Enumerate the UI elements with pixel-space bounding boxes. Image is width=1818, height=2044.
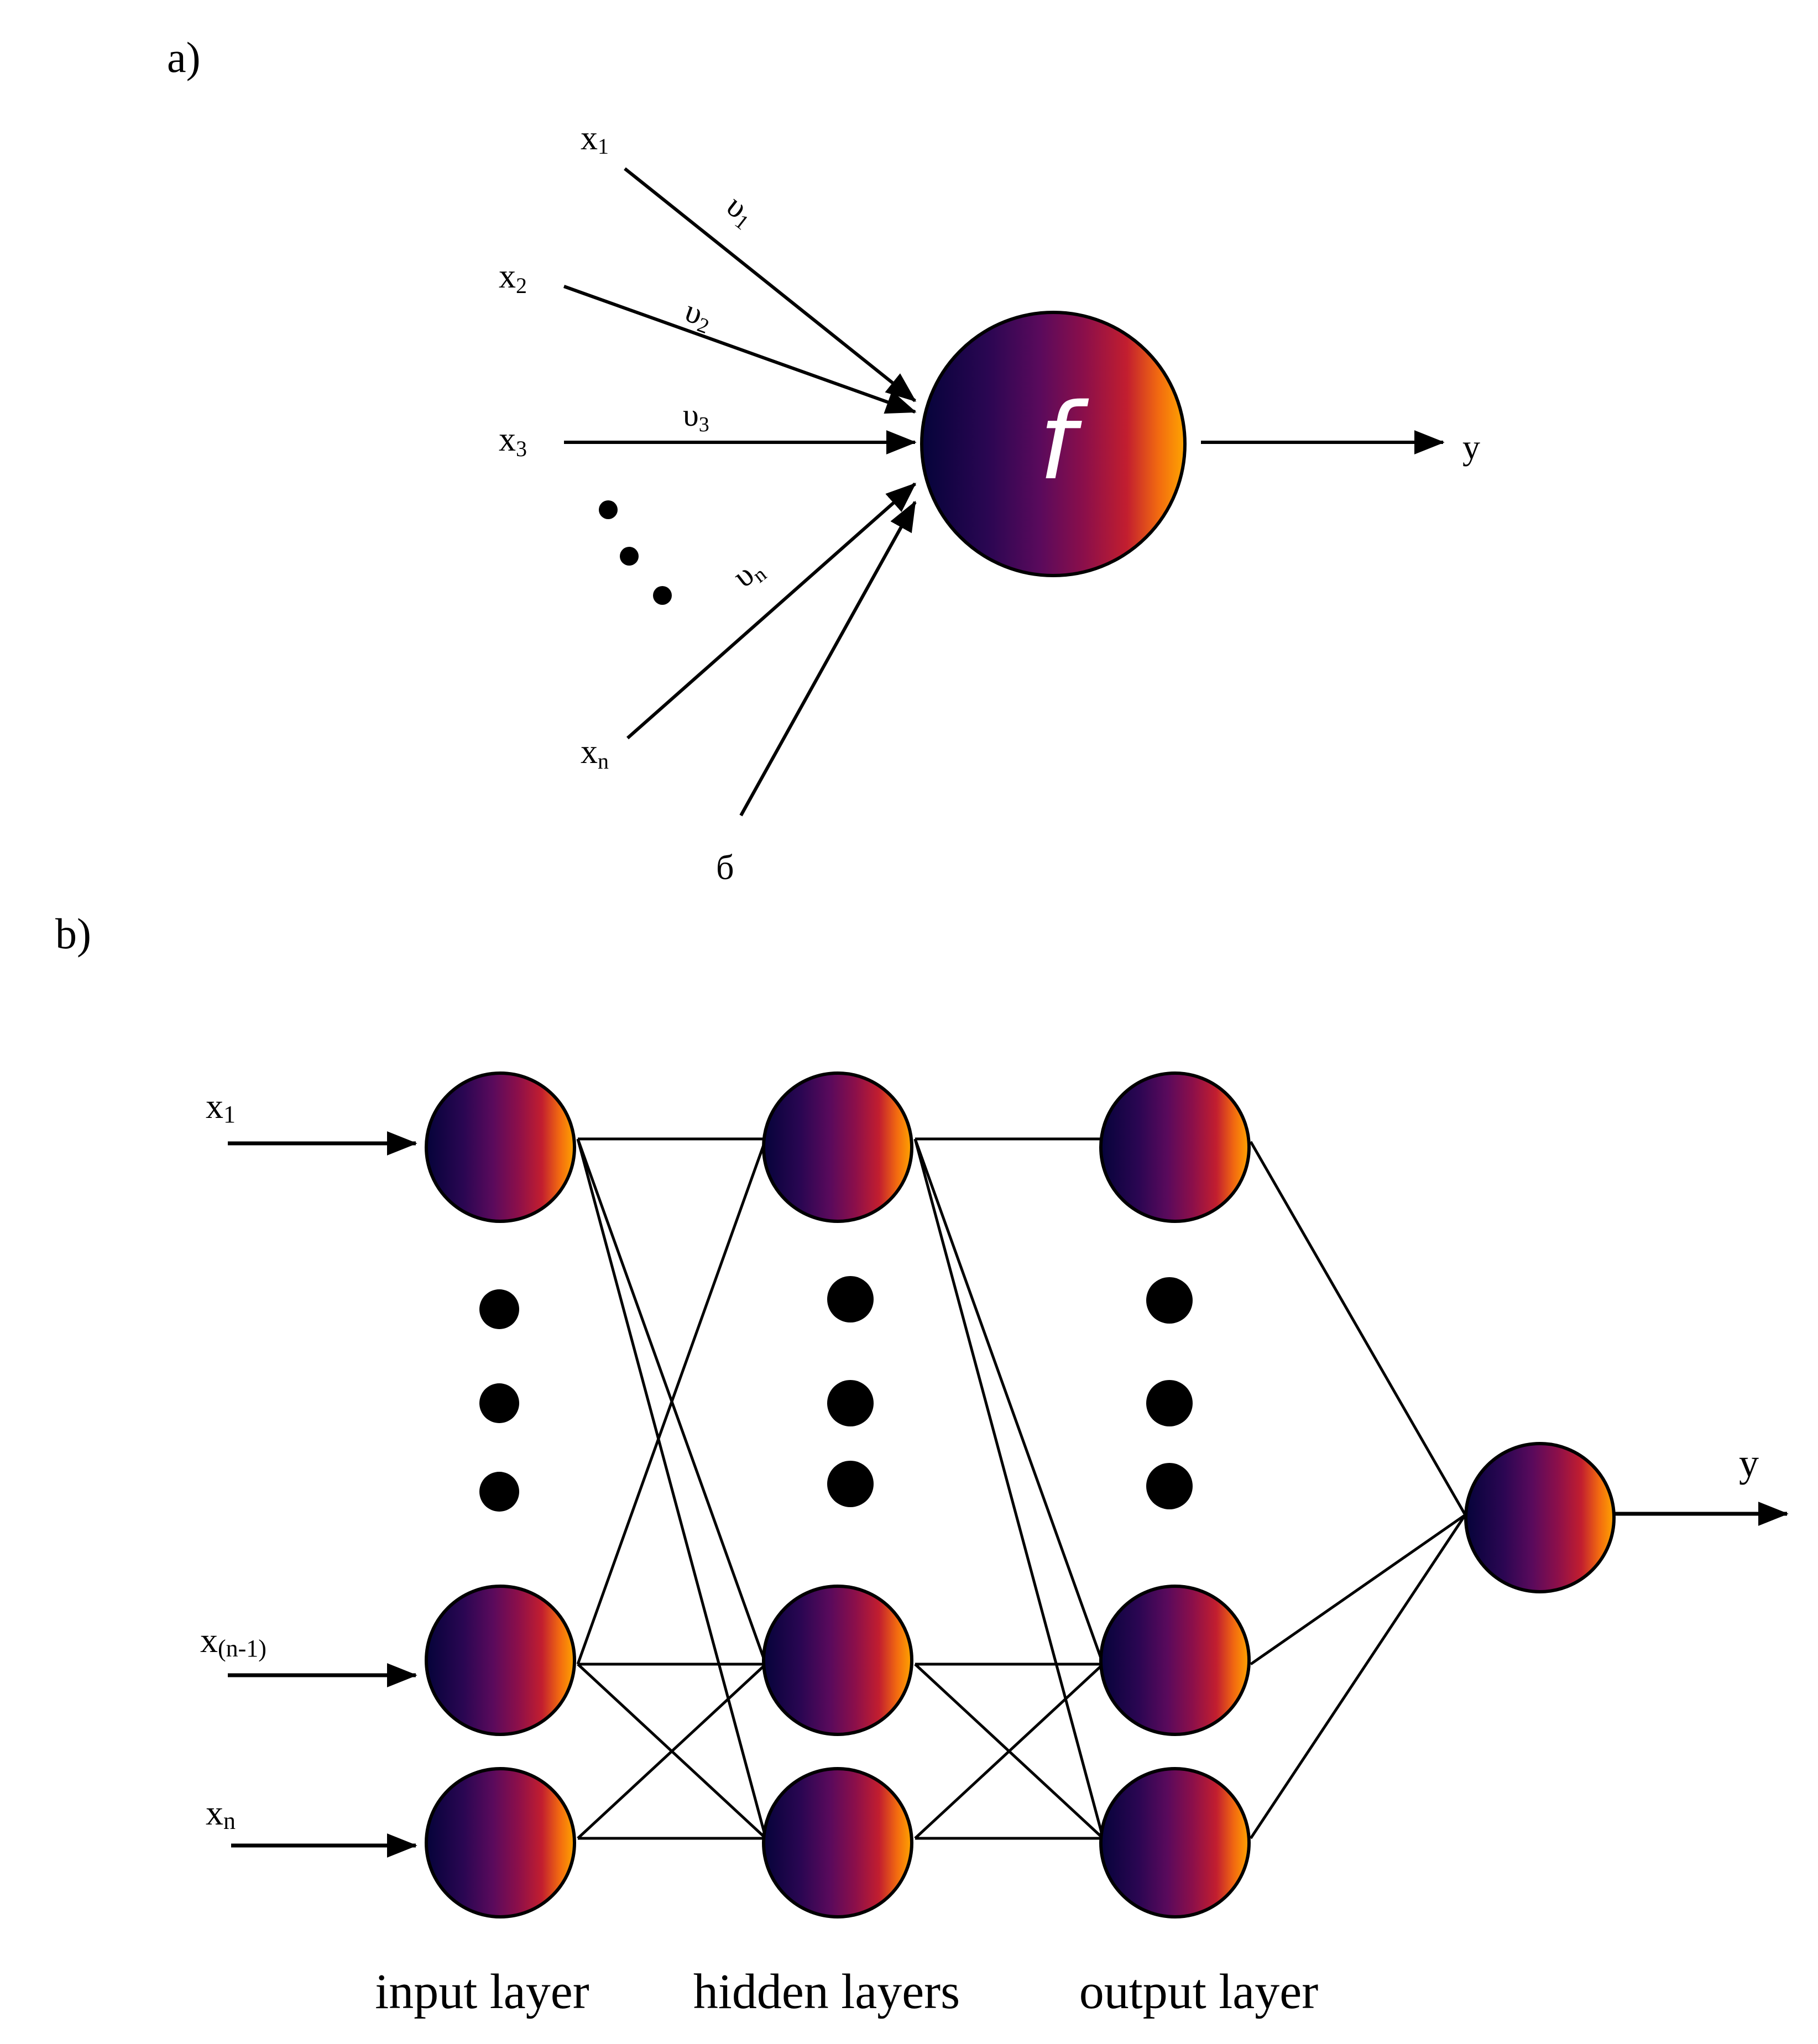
ellipsis-dot [827,1461,874,1507]
output-layer-neuron-1 [1099,1071,1251,1223]
weight-label-vn: υn [726,550,771,597]
input-2-connection [563,285,917,414]
input-label-x1: x1 [206,1086,236,1128]
panel-a: a) x1 x2 x3 xn υ1 υ2 υ3 [167,33,1480,887]
input-neuron-1 [425,1071,576,1223]
ellipsis-dot [653,586,672,605]
output-layer-neuron-n [1099,1767,1251,1918]
ellipsis-dot [1146,1277,1193,1324]
input-n-connection [626,482,917,740]
hidden-neuron-n [762,1767,913,1918]
input-neuron-n-1 [425,1585,576,1736]
ellipsis-dot [827,1380,874,1426]
bias-connection [739,500,917,817]
hidden-neuron-1 [762,1071,913,1223]
input-label-x3: x3 [499,421,527,461]
panel-b-label: b) [55,909,91,958]
input-label-xn: xn [581,733,609,773]
output-label-y: y [1739,1441,1759,1485]
ellipsis-dot [620,547,639,566]
ellipsis-dot [599,500,618,519]
input-label-xn-1: x(n-1) [200,1620,267,1662]
neuron-node [920,311,1187,577]
input-label-xn: xn [206,1793,236,1834]
weight-label-v3: υ3 [683,397,709,436]
input-1-connection [624,167,917,402]
panel-a-label: a) [167,33,201,81]
ellipsis-dot [1146,1463,1193,1509]
network-connections [576,1137,1467,1840]
input-label-x2: x2 [499,258,527,298]
weight-label-v2: υ2 [680,292,718,338]
hidden-layers-label: hidden layers [693,1964,960,2019]
hidden-neuron-n-1 [762,1585,913,1736]
panel-b: b) [55,909,1789,2019]
bias-label: б [716,848,734,887]
input-neuron-n [425,1767,576,1918]
final-output-neuron [1464,1442,1616,1593]
output-label-y: y [1462,427,1480,467]
ellipsis-dot [479,1383,519,1423]
input-layer-label: input layer [375,1964,589,2019]
ellipsis-dot [1146,1380,1193,1426]
ellipsis-dot [827,1276,874,1322]
input-label-x1: x1 [581,119,609,159]
ellipsis-dot [479,1472,519,1512]
weight-label-v1: υ1 [718,187,762,234]
output-layer-label: output layer [1079,1964,1318,2019]
output-layer-neuron-n-1 [1099,1585,1251,1736]
ellipsis-dot [479,1289,519,1329]
